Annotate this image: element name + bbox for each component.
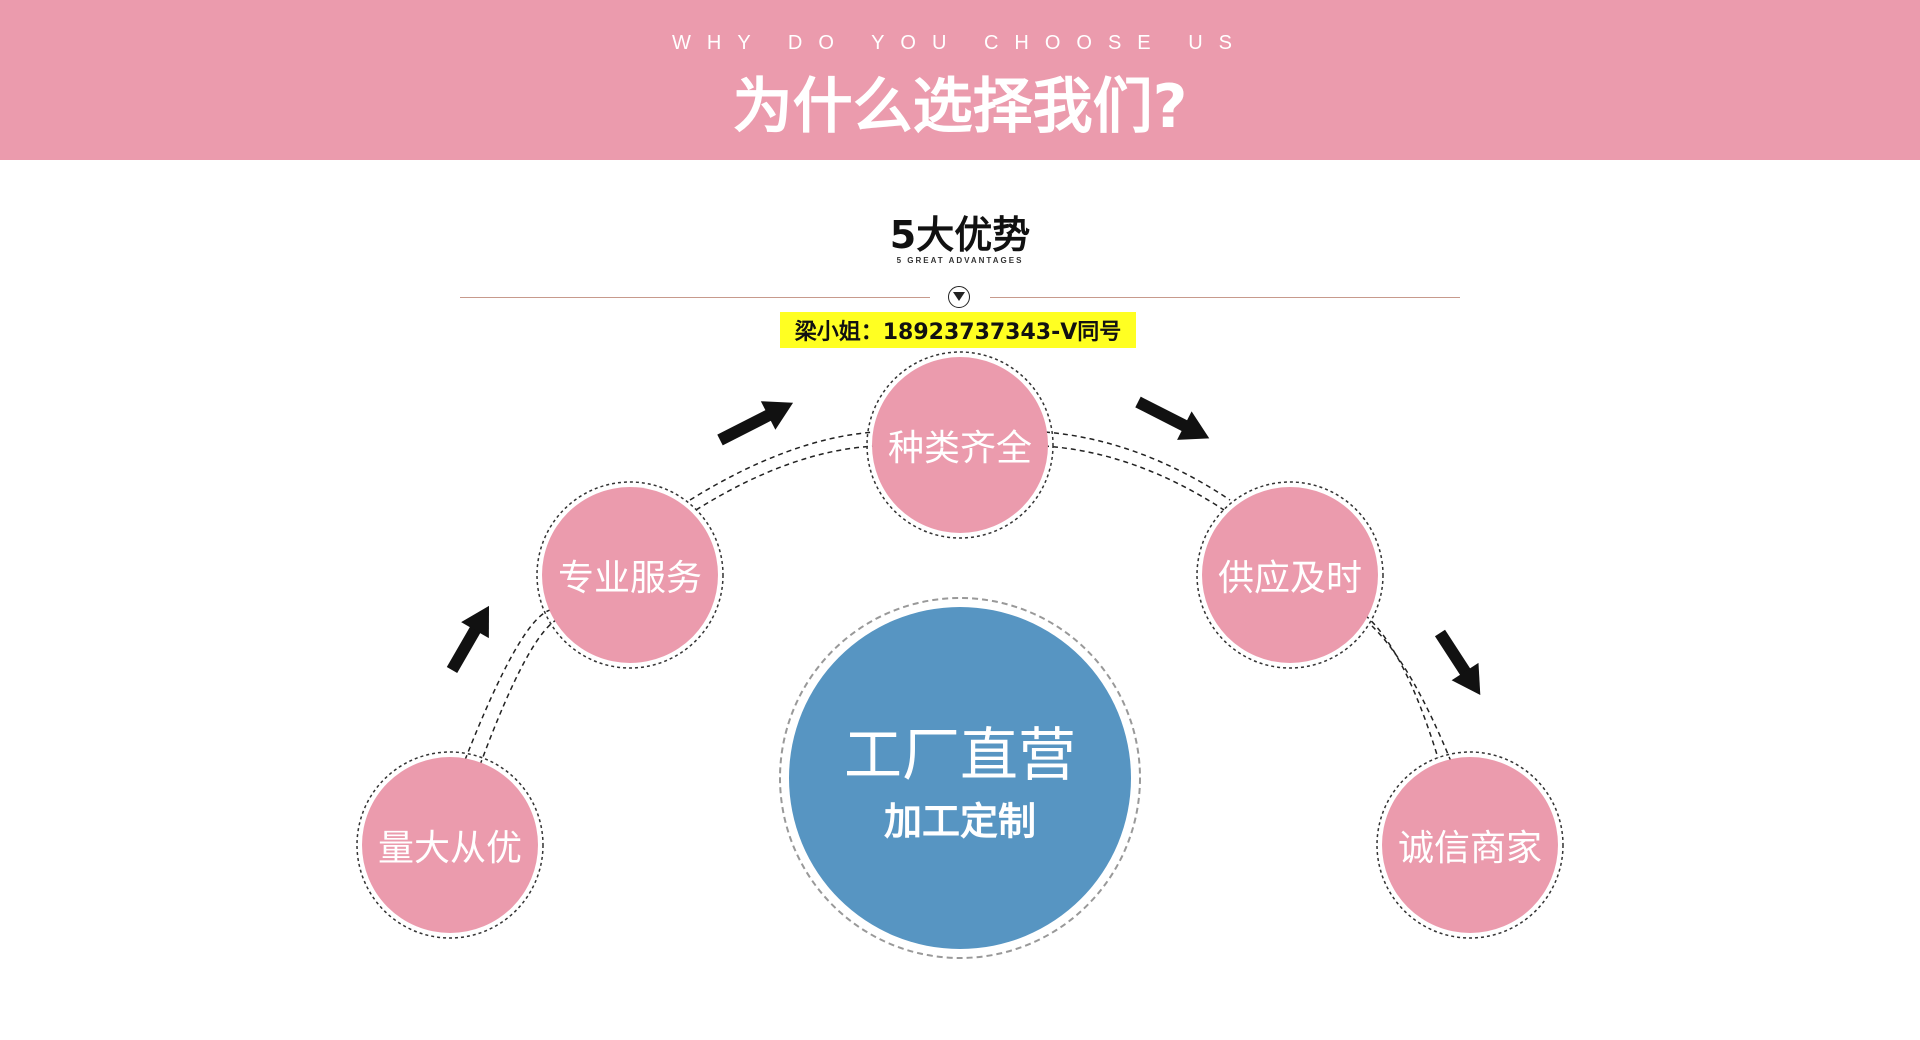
advantage-circle xyxy=(866,351,1054,539)
arc-path xyxy=(689,431,876,501)
arrow-icon xyxy=(1434,629,1481,696)
contact-banner: 梁小姐：18923737343-V同号 xyxy=(780,312,1136,348)
center-subtitle: 加工定制 xyxy=(883,799,1037,844)
arc-path xyxy=(464,609,551,761)
advantage-label: 供应及时 xyxy=(1217,558,1362,599)
arc-path xyxy=(1043,445,1225,511)
divider-left xyxy=(460,297,930,298)
arc-path xyxy=(479,617,561,766)
advantage-label: 诚信商家 xyxy=(1397,828,1542,869)
center-circle xyxy=(779,597,1141,959)
section-title: 5大优势 xyxy=(889,213,1031,257)
advantage-label: 专业服务 xyxy=(557,558,702,599)
header-subtitle: WHY DO YOU CHOOSE US xyxy=(672,32,1248,54)
header-title: 为什么选择我们? xyxy=(732,72,1188,142)
arc-path xyxy=(1044,431,1231,501)
divider-right xyxy=(990,297,1460,298)
arrow-icon xyxy=(1135,396,1210,440)
advantage-circle xyxy=(356,751,544,939)
advantage-circle xyxy=(1376,751,1564,939)
arc-path xyxy=(1364,614,1439,759)
chevron-down-icon xyxy=(948,286,970,308)
arrow-icon xyxy=(717,401,794,446)
advantage-label: 种类齐全 xyxy=(887,428,1032,469)
arc-path xyxy=(1371,625,1453,765)
center-title: 工厂直营 xyxy=(843,721,1077,789)
header-banner: WHY DO YOU CHOOSE US 为什么选择我们? xyxy=(0,0,1920,160)
advantage-circle xyxy=(536,481,724,669)
advantage-circle xyxy=(1196,481,1384,669)
advantage-label: 量大从优 xyxy=(377,828,522,869)
arrow-icon xyxy=(446,605,489,673)
arc-path xyxy=(695,445,877,511)
section-subtitle: 5 GREAT ADVANTAGES xyxy=(896,256,1024,265)
